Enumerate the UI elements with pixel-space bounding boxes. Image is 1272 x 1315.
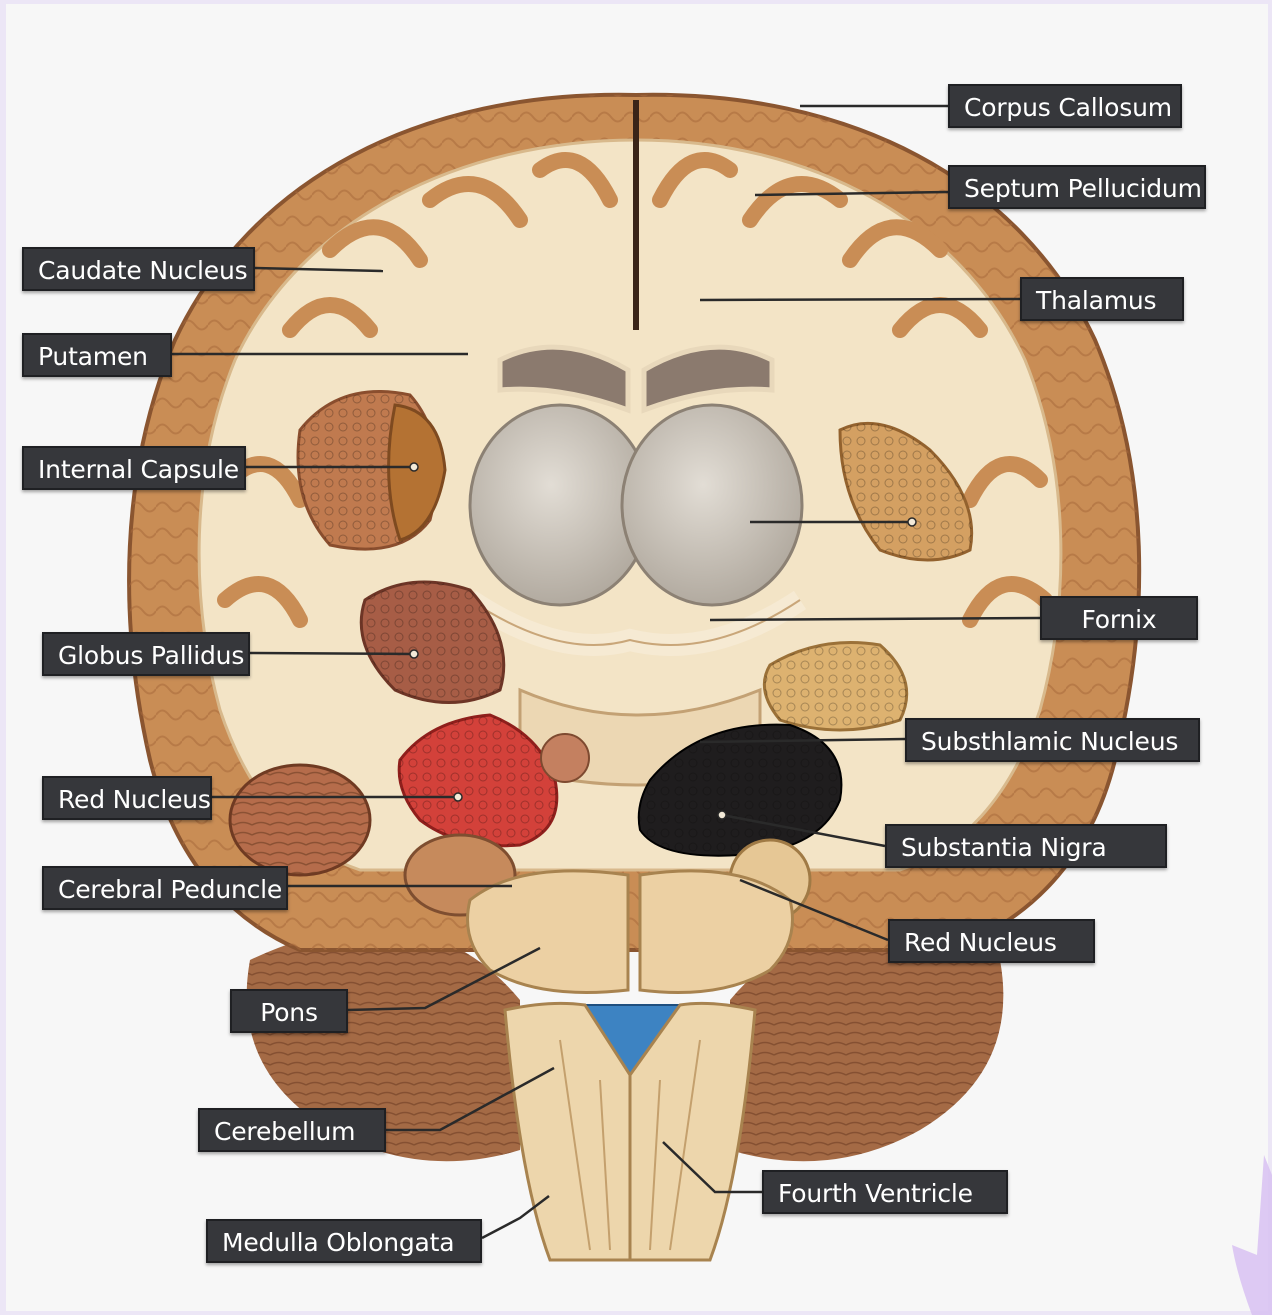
basal-ganglia-left — [298, 392, 445, 550]
label-corpus-callosum: Corpus Callosum — [948, 84, 1182, 128]
label-cerebellum: Cerebellum — [198, 1108, 386, 1152]
label-septum-pellucidum: Septum Pellucidum — [948, 165, 1206, 209]
label-cerebral-peduncle: Cerebral Peduncle — [42, 866, 288, 910]
label-internal-capsule: Internal Capsule — [22, 446, 246, 490]
label-caudate-nucleus: Caudate Nucleus — [22, 247, 255, 291]
label-thalamus: Thalamus — [1020, 277, 1184, 321]
label-substantia-nigra: Substantia Nigra — [885, 824, 1167, 868]
corner-decoration — [1232, 1155, 1272, 1315]
label-putamen: Putamen — [22, 333, 172, 377]
label-red-nucleus-right: Red Nucleus — [888, 919, 1095, 963]
subthalamic-nucleus-shape — [764, 643, 906, 731]
label-globus-pallidus: Globus Pallidus — [42, 632, 250, 676]
label-red-nucleus-left: Red Nucleus — [42, 776, 212, 820]
label-subthalamic-nucleus: Substhlamic Nucleus — [905, 718, 1200, 762]
label-medulla-oblongata: Medulla Oblongata — [206, 1219, 482, 1263]
label-fornix: Fornix — [1040, 596, 1198, 640]
label-fourth-ventricle: Fourth Ventricle — [762, 1170, 1008, 1214]
label-pons: Pons — [230, 989, 348, 1033]
